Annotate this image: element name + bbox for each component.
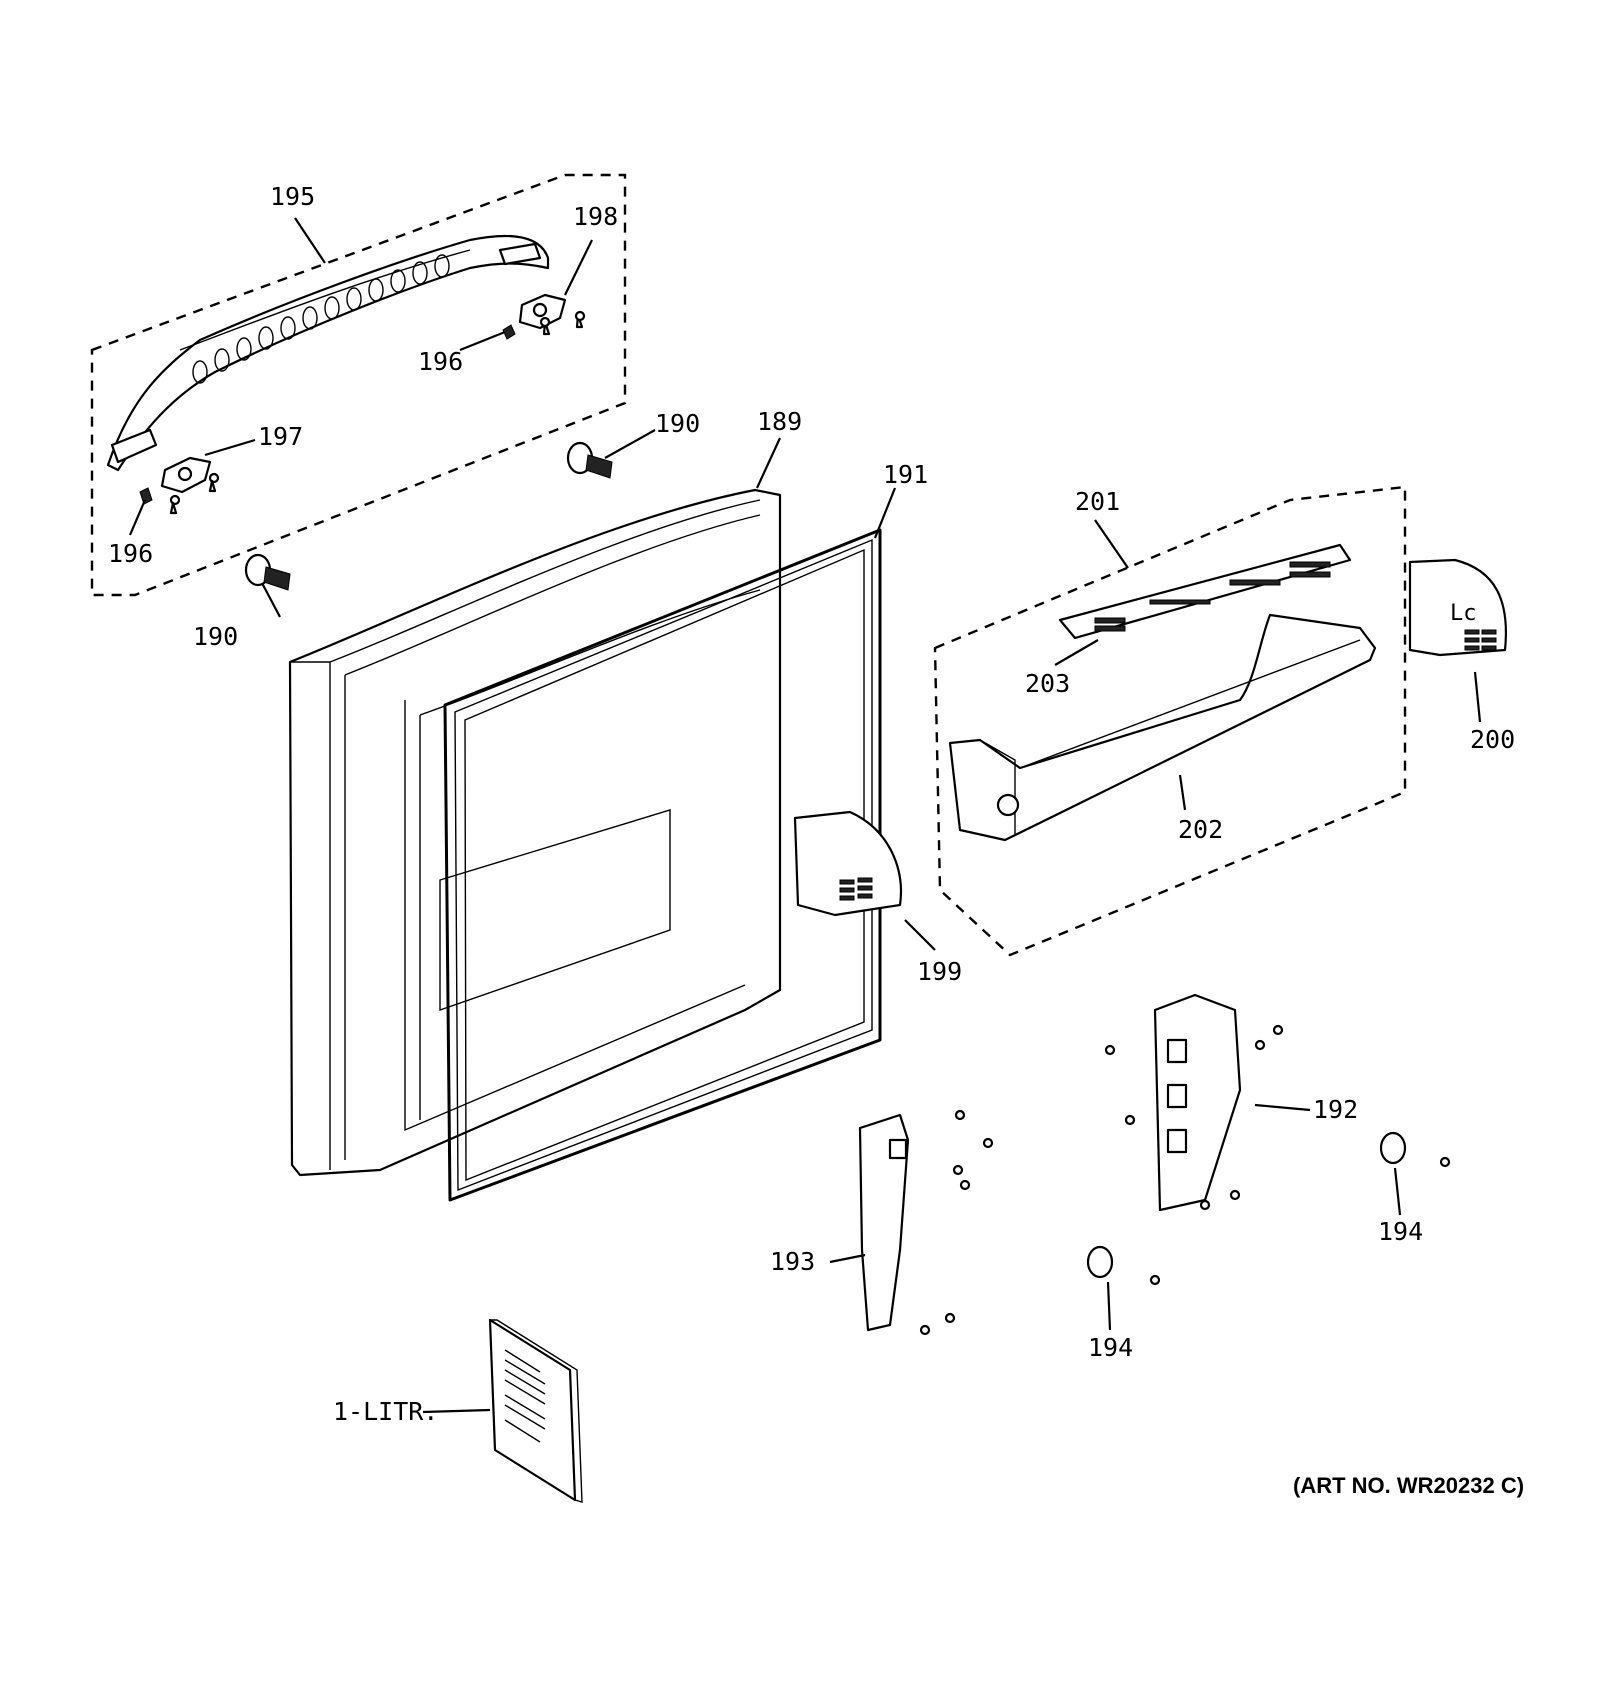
bin-group-dashed-outline	[933, 485, 1407, 957]
hinge-pin-190-upper	[566, 441, 613, 479]
hinge-bracket-193	[858, 1109, 994, 1336]
handle-group-dashed-outline	[90, 173, 627, 597]
literature-booklet	[488, 1318, 583, 1503]
door-189	[288, 488, 782, 1177]
spring-196-upper	[502, 324, 516, 340]
callout-191: 191	[883, 460, 928, 489]
callout-195: 195	[270, 182, 315, 211]
handle-mount-197	[160, 456, 220, 515]
callout-196-lower: 196	[108, 539, 153, 568]
callout-194-left: 194	[1088, 1333, 1133, 1362]
callout-192: 192	[1313, 1095, 1358, 1124]
callout-197: 197	[258, 422, 303, 451]
callout-193: 193	[770, 1247, 815, 1276]
hinge-pin-190-lower	[244, 553, 291, 591]
svg-text:Lc: Lc	[1450, 601, 1477, 626]
callout-189: 189	[757, 407, 802, 436]
hinge-bracket-192	[1104, 993, 1284, 1212]
door-handle-195	[106, 234, 550, 472]
callout-190-upper: 190	[655, 409, 700, 438]
callout-201: 201	[1075, 487, 1120, 516]
callout-1-litr: 1-LITR.	[333, 1397, 438, 1426]
gasket-191	[443, 528, 882, 1202]
callout-200: 200	[1470, 725, 1515, 754]
callout-196-upper: 196	[418, 347, 463, 376]
hinge-cap-194-right	[1379, 1131, 1451, 1168]
hinge-cap-194-left	[1086, 1245, 1161, 1286]
door-bin-202	[948, 613, 1377, 842]
callout-202: 202	[1178, 815, 1223, 844]
handle-mount-198	[518, 293, 586, 336]
callout-190-lower: 190	[193, 622, 238, 651]
bin-cover-203	[1058, 543, 1352, 640]
end-cap-199	[793, 810, 902, 917]
callout-198: 198	[573, 202, 618, 231]
callout-199: 199	[917, 957, 962, 986]
callout-203: 203	[1025, 669, 1070, 698]
end-cap-200: Lc	[1408, 558, 1507, 657]
callout-194-right: 194	[1378, 1217, 1423, 1246]
spring-196-lower	[139, 487, 153, 505]
art-number: (ART NO. WR20232 C)	[1293, 1473, 1524, 1498]
leader-lines	[128, 217, 1482, 1414]
